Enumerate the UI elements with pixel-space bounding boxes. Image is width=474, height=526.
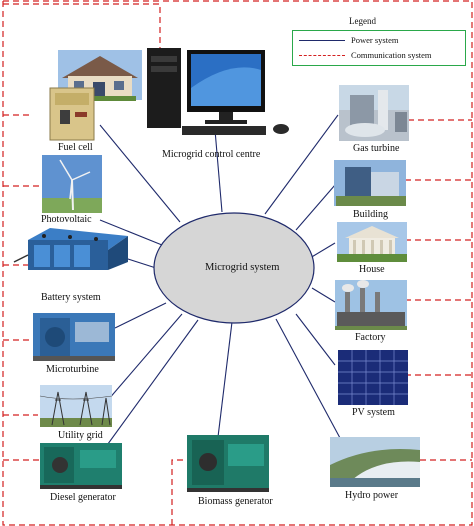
power-line-swatch (299, 40, 345, 41)
biomass-generator-image (187, 435, 269, 492)
gas-turbine-image (339, 85, 409, 141)
fuel-cell-image (49, 50, 142, 141)
hydro-power-image (330, 437, 420, 487)
house-image (337, 222, 407, 262)
hydro-power-label: Hydro power (345, 490, 399, 501)
legend-power-label: Power system (351, 35, 399, 45)
factory-label: Factory (355, 332, 386, 343)
building-label: Building (353, 209, 389, 220)
legend: Power system Communication system (292, 30, 466, 66)
photovoltaic-image (42, 155, 102, 213)
gas-turbine-label: Gas turbine (353, 143, 400, 154)
comm-line-swatch (299, 55, 345, 56)
factory-image (335, 280, 407, 330)
utility-grid-image (39, 385, 113, 427)
control-centre-label: Microgrid control centre (162, 149, 261, 160)
legend-comm-label: Communication system (351, 50, 432, 60)
photovoltaic-label: Photovoltaic (41, 214, 92, 225)
control-centre-image (147, 48, 289, 135)
legend-power: Power system (293, 35, 465, 47)
diesel-generator-label: Diesel generator (50, 492, 116, 503)
legend-title: Legend (349, 16, 376, 26)
hub-label: Microgrid system (205, 262, 280, 273)
diesel-generator-image (40, 443, 122, 489)
battery-image (13, 228, 128, 270)
pv-system-image (338, 350, 408, 405)
battery-label: Battery system (41, 292, 101, 303)
legend-comm: Communication system (293, 50, 465, 62)
pv-system-label: PV system (352, 407, 395, 418)
fuel-cell-label: Fuel cell (58, 142, 93, 153)
building-image (334, 160, 406, 206)
utility-grid-label: Utility grid (58, 430, 103, 441)
biomass-generator-label: Biomass generator (198, 496, 273, 507)
house-label: House (359, 264, 385, 275)
microturbine-label: Microturbine (46, 364, 99, 375)
microturbine-image (33, 313, 115, 361)
power-lines (99, 114, 341, 449)
microgrid-hub (153, 212, 315, 324)
